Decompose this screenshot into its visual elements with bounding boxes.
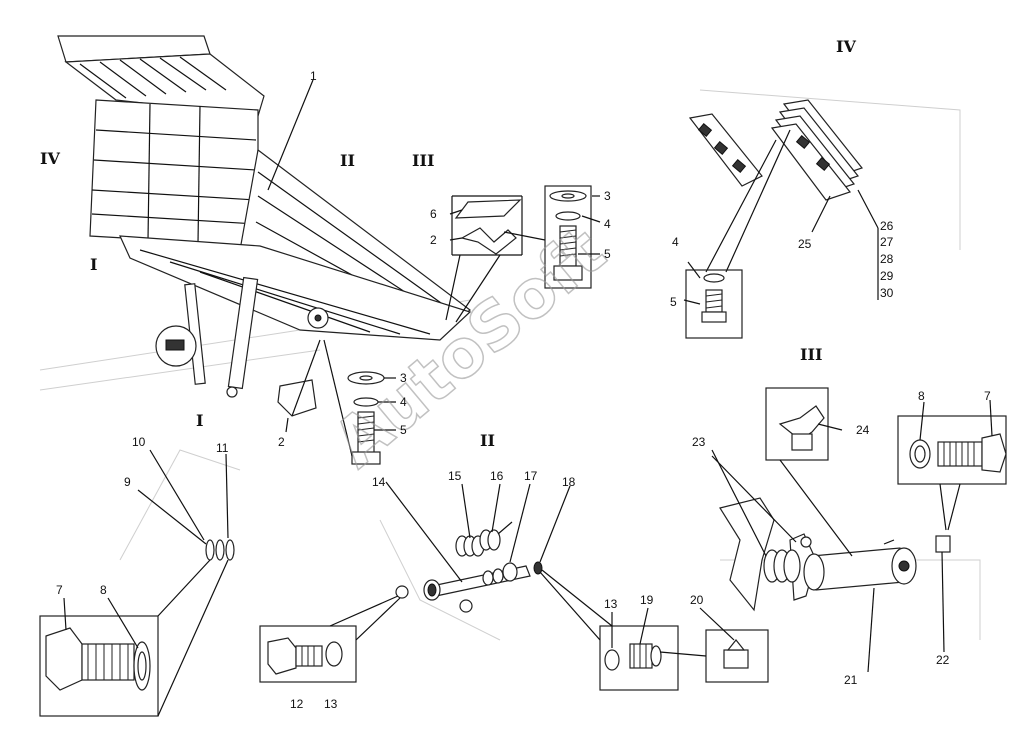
detail-shaft-assembly xyxy=(259,521,769,691)
part-number-7-left: 7 xyxy=(56,583,63,597)
part-number-29: 29 xyxy=(880,269,894,283)
part-number-20: 20 xyxy=(690,593,704,607)
part-number-24: 24 xyxy=(856,423,870,437)
part-number-4-mid: 4 xyxy=(400,395,407,409)
view-label-i-bottom: I xyxy=(196,411,203,430)
part-number-2-top: 2 xyxy=(430,233,437,247)
detail-bolt-washers-top xyxy=(503,185,592,289)
dump-body xyxy=(57,35,472,398)
detail-hinge-assembly xyxy=(719,387,1007,612)
leader-lines xyxy=(63,195,993,673)
detail-bracket-bolt-mid xyxy=(277,339,385,465)
part-number-3-mid: 3 xyxy=(400,371,407,385)
part-number-23: 23 xyxy=(692,435,706,449)
part-number-22: 22 xyxy=(936,653,950,667)
view-label-ii-top: II xyxy=(340,151,355,170)
part-number-labels: 1 6 2 3 4 5 3 4 5 2 4 5 25 26 27 28 29 3… xyxy=(56,69,991,711)
part-number-25: 25 xyxy=(798,237,812,251)
part-number-12: 12 xyxy=(290,697,304,711)
part-number-21: 21 xyxy=(844,673,858,687)
view-label-iii-right: III xyxy=(800,345,822,364)
detail-plate-bracket-top xyxy=(445,195,523,323)
view-label-iv-right: IV xyxy=(836,37,856,56)
part-number-5-top: 5 xyxy=(604,247,611,261)
part-number-27: 27 xyxy=(880,235,894,249)
part-number-14: 14 xyxy=(372,475,386,489)
leader-1 xyxy=(267,79,314,191)
part-number-30: 30 xyxy=(880,286,894,300)
part-number-8-left: 8 xyxy=(100,583,107,597)
part-number-15: 15 xyxy=(448,469,462,483)
view-label-iv-left: IV xyxy=(40,149,60,168)
part-number-10: 10 xyxy=(132,435,146,449)
part-number-18: 18 xyxy=(562,475,576,489)
part-number-4-top: 4 xyxy=(604,217,611,231)
view-label-iii-top: III xyxy=(412,151,434,170)
part-number-28: 28 xyxy=(880,252,894,266)
detail-bolt-washers-left xyxy=(39,539,235,717)
part-number-5-mid: 5 xyxy=(400,423,407,437)
part-number-3-top: 3 xyxy=(604,189,611,203)
part-number-16: 16 xyxy=(490,469,504,483)
view-label-ii-bottom: II xyxy=(480,431,495,450)
view-label-i-left: I xyxy=(90,255,97,274)
part-number-13-left: 13 xyxy=(324,697,338,711)
part-number-26: 26 xyxy=(880,219,894,233)
part-number-2-mid: 2 xyxy=(278,435,285,449)
detail-shim-pack xyxy=(685,99,879,339)
part-number-19: 19 xyxy=(640,593,654,607)
part-number-1: 1 xyxy=(310,69,317,83)
part-number-6: 6 xyxy=(430,207,437,221)
part-number-11: 11 xyxy=(216,441,229,455)
part-number-5-box: 5 xyxy=(670,295,677,309)
part-number-7-right: 7 xyxy=(984,389,991,403)
part-number-9: 9 xyxy=(124,475,131,489)
part-number-4-box: 4 xyxy=(672,235,679,249)
part-number-17: 17 xyxy=(524,469,538,483)
part-number-13-right: 13 xyxy=(604,597,618,611)
part-number-8-right: 8 xyxy=(918,389,925,403)
